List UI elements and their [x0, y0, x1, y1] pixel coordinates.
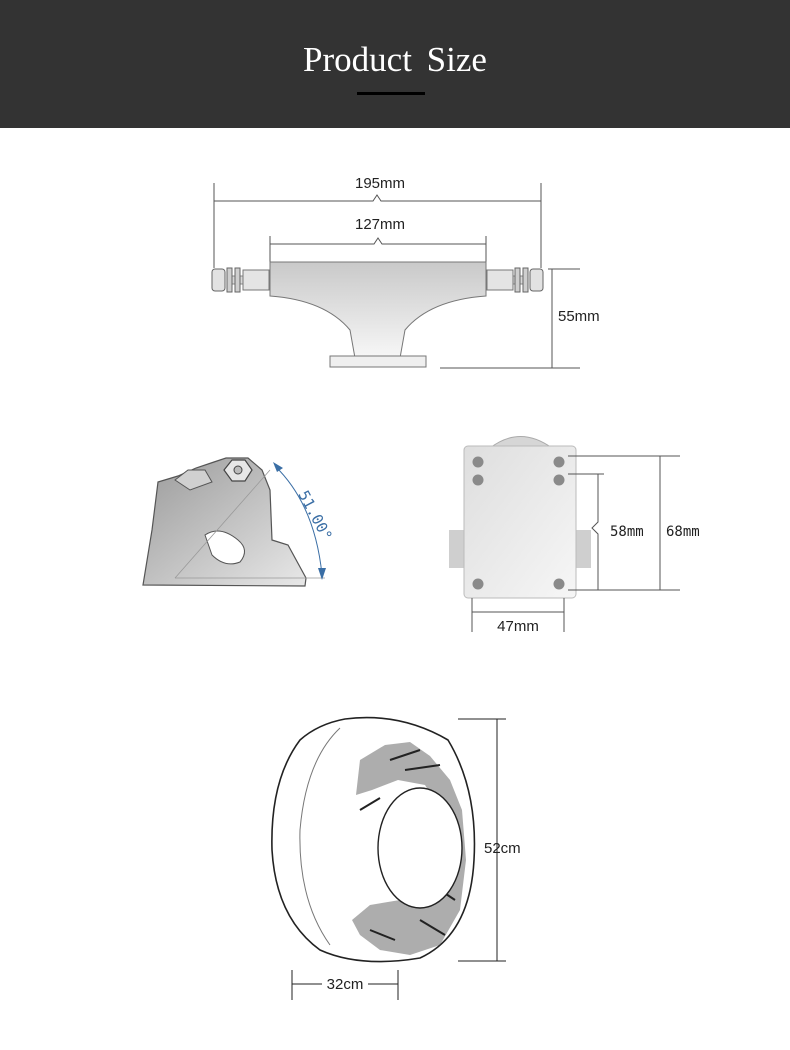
truck-base [329, 355, 427, 368]
outer-hole-dimension: 68mm [568, 455, 700, 591]
header-banner: Product Size [0, 0, 790, 128]
kingpin-nut [174, 469, 213, 491]
hanger-body [269, 261, 487, 359]
right-washer [514, 267, 521, 293]
overall-width-label: 195mm [355, 175, 405, 192]
truck-side-view: 51.00° [142, 457, 336, 587]
right-bushing [486, 269, 514, 291]
right-hanger-stub [573, 530, 591, 568]
wheel-texture-strokes [359, 749, 456, 941]
left-washer [234, 267, 241, 293]
angle-arc [274, 465, 323, 576]
inner-hole-label: 58mm [610, 524, 644, 540]
angle-arrow-top [273, 462, 283, 472]
wheel-width-label: 32cm [327, 976, 364, 993]
mount-hole [472, 456, 484, 468]
left-bushing [242, 269, 270, 291]
wheel-width-dimension: 32cm [291, 970, 399, 1000]
hanger-width-label: 127mm [355, 216, 405, 233]
mount-hole [553, 578, 565, 590]
truck-front-view: 195mm 127mm 55mm [211, 175, 600, 369]
wheel-core [377, 787, 463, 909]
wheel-diameter-label: 52cm [484, 840, 521, 857]
overall-width-dimension: 195mm [213, 175, 542, 268]
right-axle-nut [529, 268, 544, 292]
hanger-width-dimension: 127mm [269, 216, 487, 262]
left-washer [226, 267, 233, 293]
mount-hole [553, 456, 565, 468]
wheel-view: 52cm 32cm [271, 716, 521, 1000]
side-cutout [204, 530, 245, 565]
height-dimension: 55mm [440, 268, 600, 369]
right-washer [522, 267, 529, 293]
baseplate [463, 445, 577, 599]
angle-reference-line [174, 469, 271, 579]
baseplate-view: 68mm 58mm 47mm [449, 436, 700, 635]
left-axle-nut [211, 268, 226, 292]
left-hanger-stub [449, 530, 467, 568]
wheel-diameter-dimension: 52cm [458, 718, 521, 962]
title-underline [357, 92, 425, 95]
angle-arrow-bottom [318, 568, 326, 580]
outer-hole-label: 68mm [666, 524, 700, 540]
inner-hole-dimension: 58mm [568, 473, 644, 590]
mount-hole [472, 578, 484, 590]
wheel-contact-edge [299, 727, 341, 946]
mount-hole [553, 474, 565, 486]
height-label: 55mm [558, 308, 600, 325]
page-title: Product Size [303, 40, 487, 79]
plate-width-dimension: 47mm [471, 598, 565, 635]
axle-center [233, 465, 243, 475]
plate-width-label: 47mm [497, 618, 539, 635]
mount-hole [472, 474, 484, 486]
